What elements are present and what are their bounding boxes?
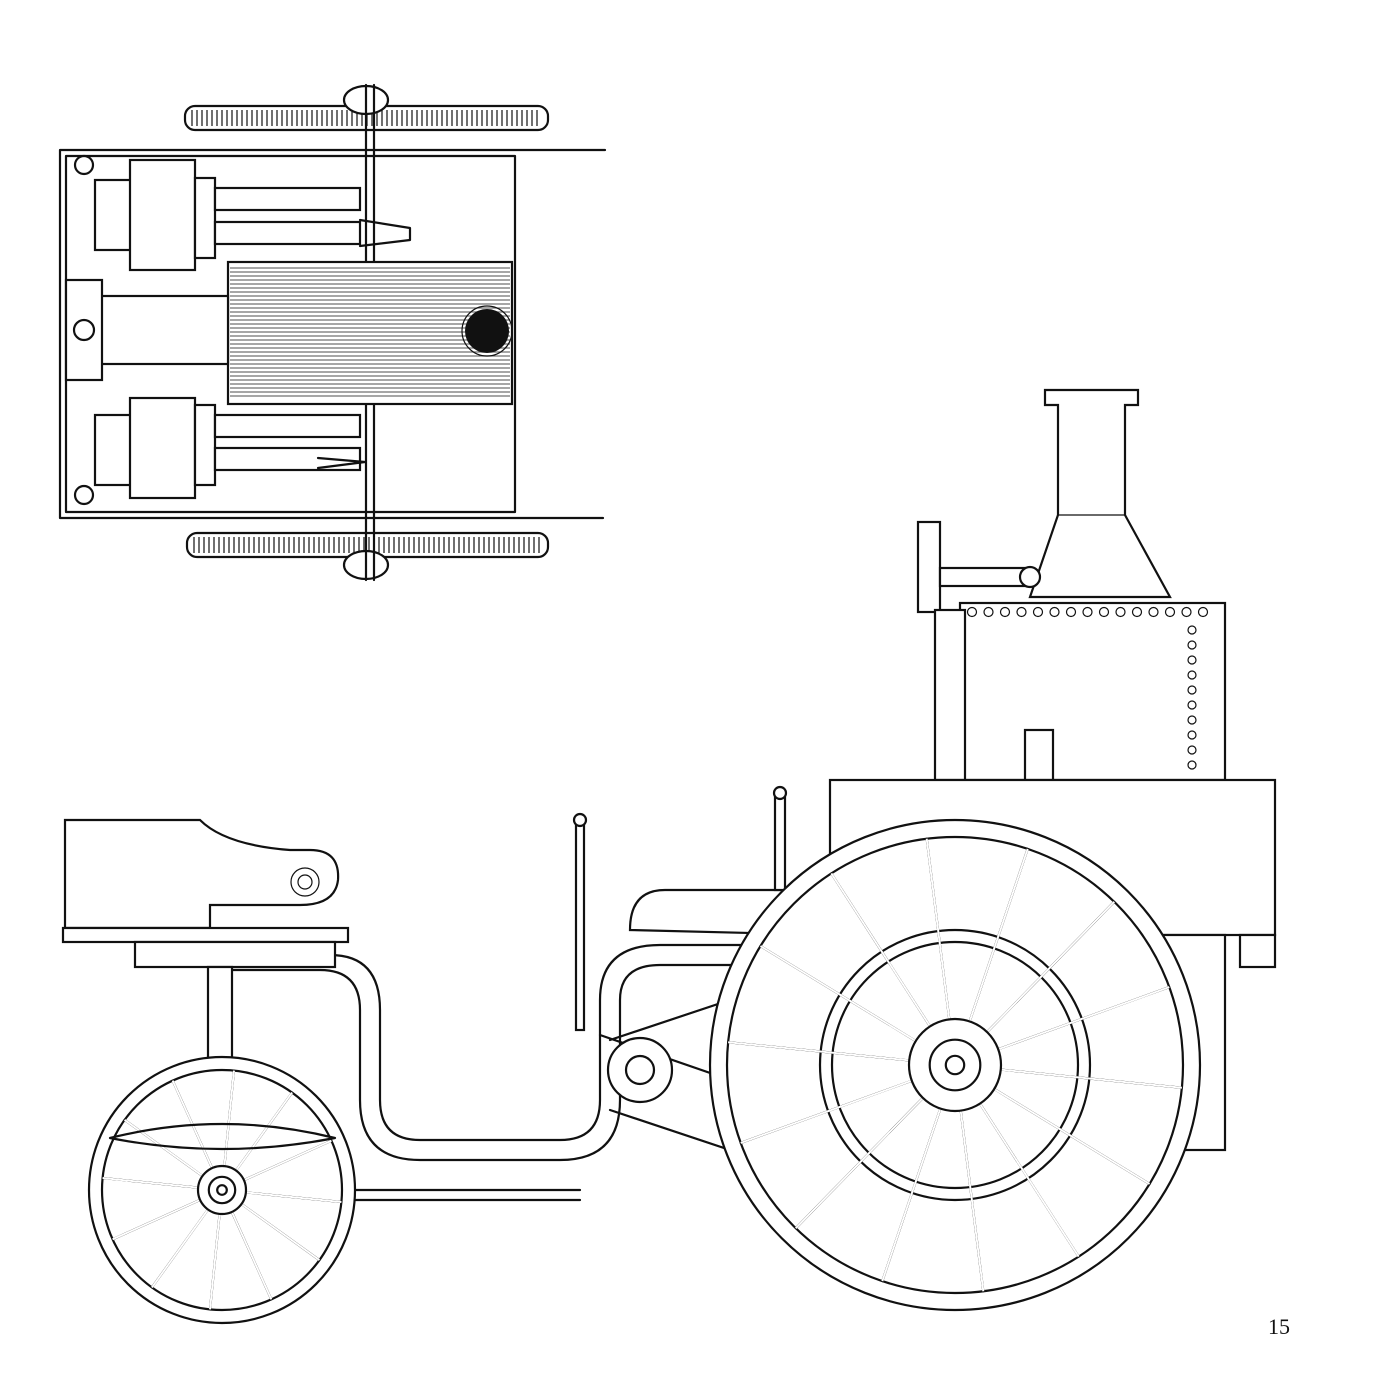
steam-pipe (916, 520, 942, 614)
brake-lever (574, 818, 586, 1032)
plan-view (58, 83, 607, 582)
plan-chimney (465, 309, 509, 353)
plan-cylinder-upper (93, 158, 412, 272)
driver-seat (61, 818, 350, 969)
plan-boiler-hatching (230, 267, 510, 397)
plan-bottom-wheel-tread (193, 537, 540, 553)
front-leaf-spring (108, 1122, 337, 1151)
plan-frame (58, 148, 607, 520)
plan-cylinder-lower (93, 396, 367, 500)
page-number: 15 (1268, 1314, 1290, 1339)
rear-driving-wheel (708, 818, 1202, 1312)
boiler-rivets (966, 606, 1209, 770)
chassis-frame (208, 943, 842, 1142)
chimney (1028, 388, 1172, 599)
boiler (958, 601, 1227, 782)
front-wheel (87, 1055, 357, 1325)
side-view (61, 388, 1277, 1325)
